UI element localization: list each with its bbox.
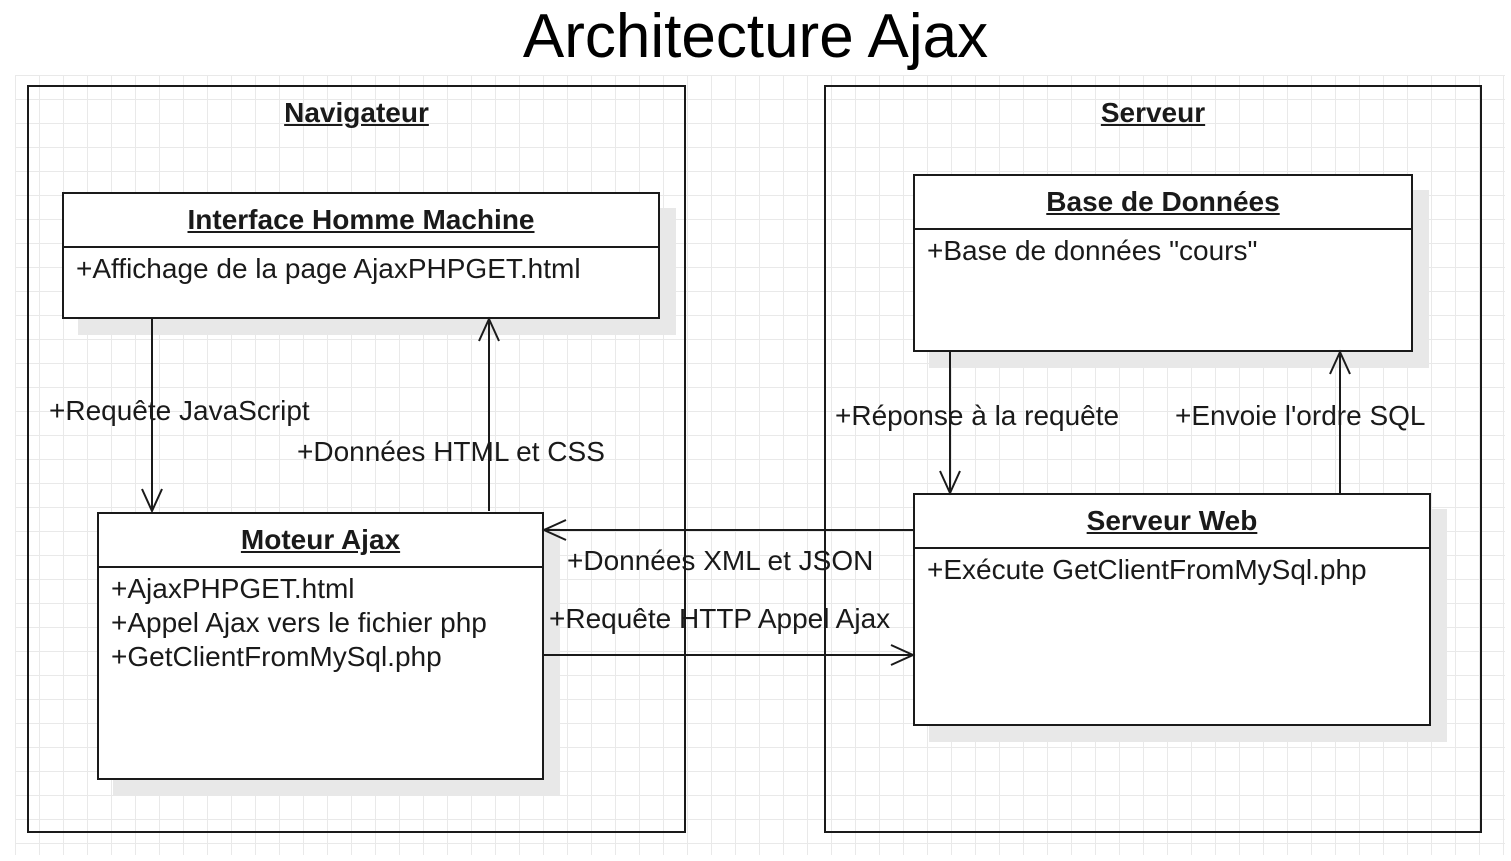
class-ajax-member: +AjaxPHPGET.html xyxy=(111,573,355,604)
package-navigateur: Navigateur xyxy=(27,85,686,833)
package-navigateur-title: Navigateur xyxy=(284,97,429,128)
class-ihm-member: +Affichage de la page AjaxPHPGET.html xyxy=(76,253,581,284)
label-sql-order: +Envoie l'ordre SQL xyxy=(1175,400,1426,431)
class-ajax-member: +Appel Ajax vers le fichier php xyxy=(111,607,487,638)
arrow-db-response xyxy=(939,352,961,496)
class-db-member: +Base de données "cours" xyxy=(927,235,1258,266)
diagram-title: Architecture Ajax xyxy=(522,2,989,71)
label-db-response: +Réponse à la requête xyxy=(835,400,1120,431)
label-js-request: +Requête JavaScript xyxy=(49,395,310,426)
class-interface-homme-machine: Interface Homme Machine +Affichage de la… xyxy=(62,192,660,319)
class-moteur-ajax: Moteur Ajax +AjaxPHPGET.html +Appel Ajax… xyxy=(97,512,544,780)
arrow-js-request xyxy=(141,319,163,514)
class-web-name: Serveur Web xyxy=(915,495,1429,549)
package-serveur-title: Serveur xyxy=(1100,97,1206,128)
package-serveur: Serveur xyxy=(824,85,1482,833)
class-ihm-name: Interface Homme Machine xyxy=(64,194,658,248)
class-base-de-donnees: Base de Données +Base de données "cours" xyxy=(913,174,1413,352)
class-db-name: Base de Données xyxy=(915,176,1411,230)
class-ajax-member: +GetClientFromMySql.php xyxy=(111,641,442,672)
arrow-html-css xyxy=(478,316,500,511)
class-serveur-web: Serveur Web +Exécute GetClientFromMySql.… xyxy=(913,493,1431,726)
class-web-member: +Exécute GetClientFromMySql.php xyxy=(927,554,1367,585)
label-html-css: +Données HTML et CSS xyxy=(297,436,605,467)
label-http-request: +Requête HTTP Appel Ajax xyxy=(549,603,891,634)
class-ajax-name: Moteur Ajax xyxy=(99,514,542,568)
arrow-sql-order xyxy=(1329,349,1351,493)
label-xml-json: +Données XML et JSON xyxy=(567,545,874,576)
arrow-xml-json xyxy=(541,519,913,541)
arrow-http-request xyxy=(544,644,916,666)
